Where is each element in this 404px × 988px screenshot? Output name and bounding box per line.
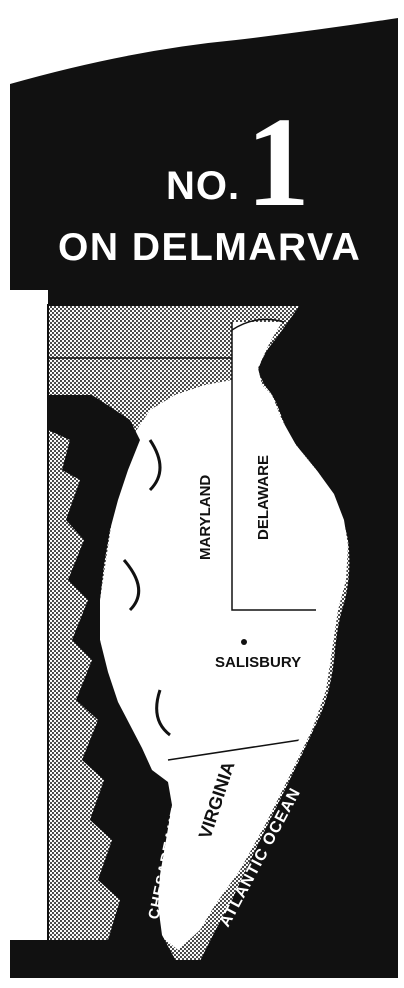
delaware-border	[231, 322, 316, 611]
label-salisbury: SALISBURY	[215, 654, 301, 671]
no-label: NO.	[166, 164, 241, 208]
delaware-arc	[231, 318, 285, 331]
ocean-water	[200, 305, 383, 961]
map-panel: MARYLAND DELAWARE SALISBURY CHESAPEAKE B…	[48, 305, 383, 961]
big-number-one: 1	[246, 91, 310, 233]
label-maryland: MARYLAND	[197, 475, 214, 560]
virginia-border	[167, 739, 301, 761]
delmarva-peninsula	[100, 322, 348, 950]
western-shore	[48, 430, 120, 940]
inlet-details	[122, 439, 171, 737]
subtitle-on-delmarva: ON DELMARVA	[58, 226, 362, 269]
map-frame	[47, 304, 384, 962]
label-delaware: DELAWARE	[255, 455, 272, 540]
barrier-islands	[188, 659, 332, 937]
salisbury-dot	[241, 639, 247, 645]
